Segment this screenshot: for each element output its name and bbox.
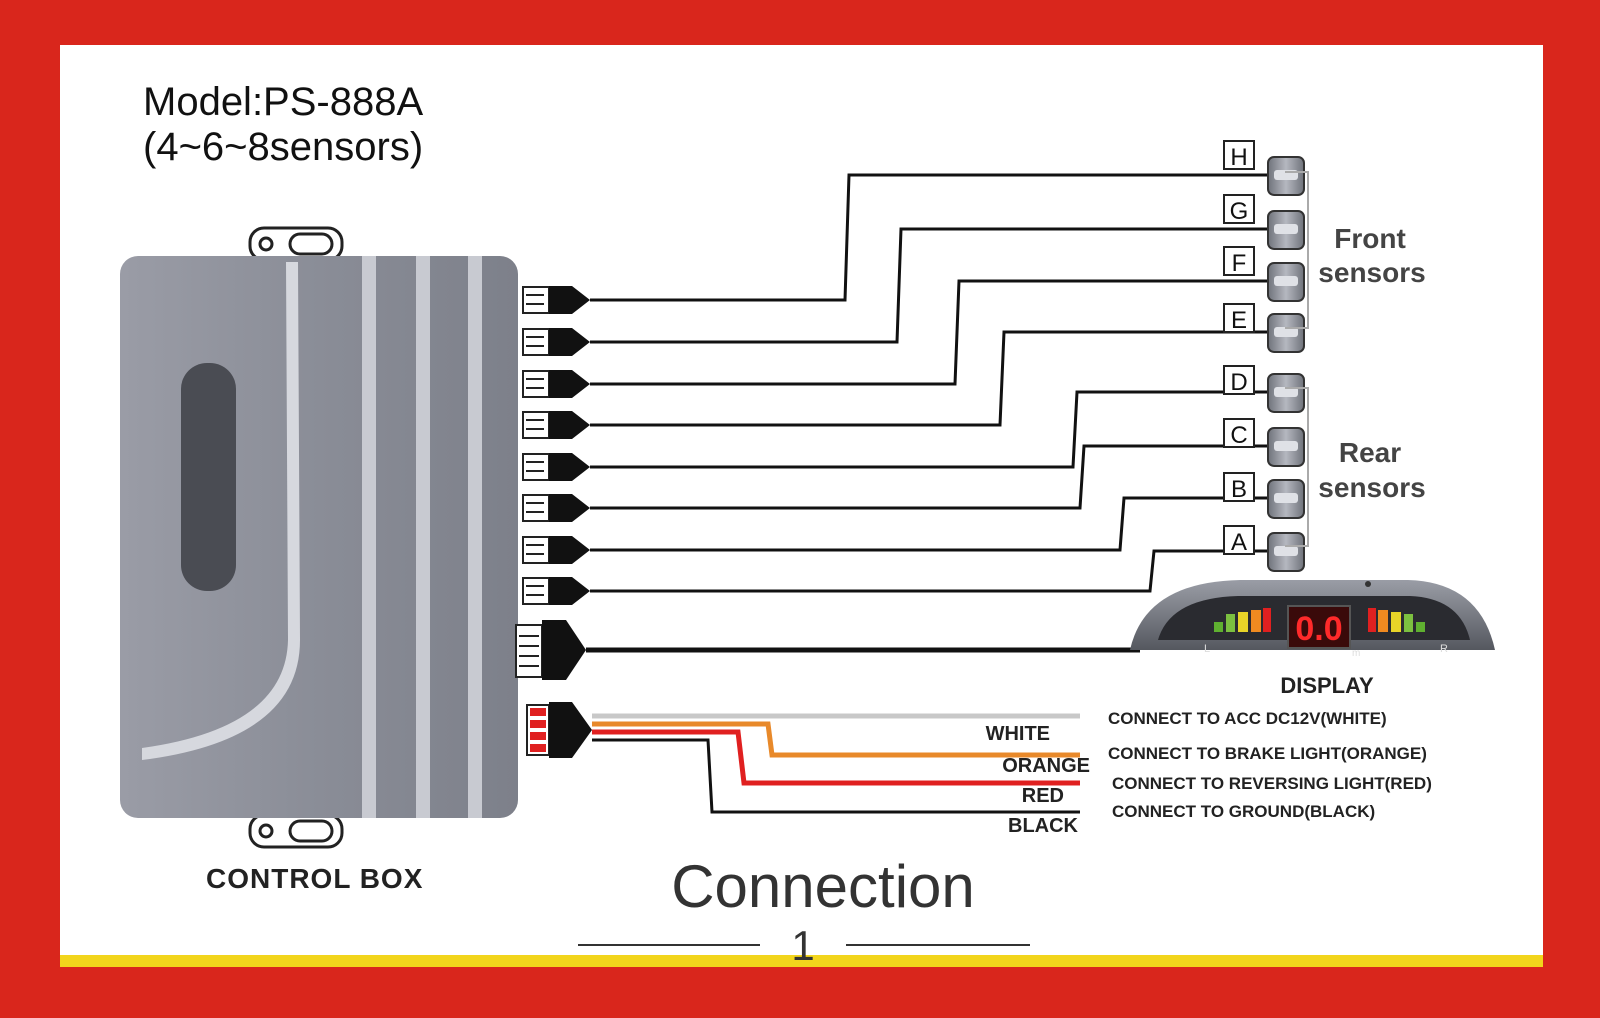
model-title: Model:PS-888A [143,80,423,124]
red-wire-instruction: CONNECT TO REVERSING LIGHT(RED) [1112,774,1432,793]
sensor-connector-f [522,370,590,398]
sensor-letter-text: A [1231,529,1247,556]
sensor-wire-h [590,173,1270,302]
sensors-count: (4~6~8sensors) [143,125,423,169]
sensor-letter-h: H [1223,140,1255,171]
black-wire-label: BLACK [1008,815,1079,837]
sensor-wire-a [590,549,1270,593]
sensor-letter-d: D [1223,365,1255,396]
red-wire [592,729,1080,786]
sensor-letter-text: B [1231,476,1247,503]
sensor-wires [590,173,1270,593]
sensor-wire-g [590,227,1270,344]
sensor-wire-c [590,444,1270,510]
sensor-letter-text: C [1230,422,1247,449]
sensor-letter-e: E [1223,303,1255,334]
sensor-letter-text: H [1230,144,1247,171]
sensor-connector-c [522,494,590,522]
sensor-wire-f [590,279,1270,386]
sensor-connector-d [522,453,590,481]
sensor-connector-h [522,286,590,314]
sensor-connector-g [522,328,590,356]
sensor-letter-text: F [1232,250,1247,277]
black-wire-instruction: CONNECT TO GROUND(BLACK) [1112,802,1375,821]
white-wire-label: WHITE [986,723,1050,745]
sensor-letter-text: G [1230,198,1249,225]
orange-wire-label: ORANGE [1002,755,1090,777]
front-bracket [1285,171,1309,329]
sensor-letter-text: D [1230,369,1247,396]
page-number: 1 [791,922,814,969]
sensor-e [1267,313,1305,353]
box-window [181,363,236,591]
rear-bracket [1285,387,1309,547]
sensor-letter-g: G [1223,194,1255,225]
top-mount-tab [248,226,344,262]
sensor-wire-b [590,496,1270,552]
sensor-g [1267,210,1305,250]
sensor-connector-b [522,536,590,564]
orange-wire-instruction: CONNECT TO BRAKE LIGHT(ORANGE) [1108,744,1427,763]
control-box-label: CONTROL BOX [206,863,423,894]
rear-label-line2: sensors [1318,472,1425,503]
front-label-line1: Front [1334,223,1406,254]
front-label-line2: sensors [1318,257,1425,288]
sensor-connectors [522,286,590,605]
sensor-d [1267,373,1305,413]
rear-label-line1: Rear [1339,437,1401,468]
display-left-mark: L [1204,643,1210,655]
control-box [120,226,518,849]
sensor-letter-text: E [1231,307,1247,334]
sensor-wire-d [590,390,1270,469]
sensor-letter-c: C [1223,418,1255,449]
white-wire-instruction: CONNECT TO ACC DC12V(WHITE) [1108,709,1387,728]
sensor-connector-a [522,577,590,605]
black-wire [592,738,1080,814]
display-right-mark: R [1440,643,1448,655]
sensor-letter-f: F [1223,246,1255,277]
sensor-letter-a: A [1223,525,1255,556]
sensor-connector-e [522,411,590,439]
display-readout: 0.0 [1295,610,1342,648]
display-label: DISPLAY [1280,673,1374,698]
sensor-c [1267,427,1305,467]
display-unit: 0.0 L R m [1130,580,1495,659]
orange-wire [592,721,1080,758]
sensor-a [1267,532,1305,572]
red-wire-label: RED [1022,785,1064,807]
power-connector [526,702,592,758]
footer-title: Connection [671,853,975,920]
sensor-b [1267,479,1305,519]
yellow-strip [60,955,1543,967]
display-connector [515,620,586,680]
control-box-body [120,256,518,818]
sensor-f [1267,262,1305,302]
sensor-wire-e [590,330,1270,427]
display-center-mark: m [1352,648,1360,659]
bottom-mount-tab [248,813,344,849]
sensor-h [1267,156,1305,196]
sensor-letter-b: B [1223,472,1255,503]
